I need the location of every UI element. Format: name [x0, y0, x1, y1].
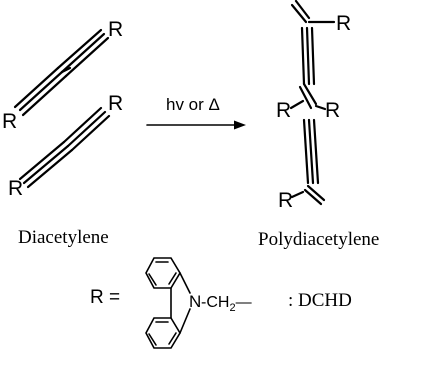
r-group-label: R — [8, 177, 23, 200]
triple-bond — [62, 106, 111, 152]
r-group-label: R — [278, 189, 293, 212]
product-label: Polydiacetylene — [258, 229, 379, 250]
r-group-label: R — [336, 12, 351, 35]
r-group-label: R — [276, 99, 291, 122]
r-group-label: R — [108, 18, 123, 41]
r-group-label: R — [108, 92, 123, 115]
r-group-definition: R = N -CH2— : DCHD — [90, 257, 352, 349]
triple-bond — [302, 118, 320, 185]
reaction-conditions: hv or Δ — [166, 95, 220, 114]
double-bond — [290, 0, 311, 24]
polydiacetylene-structure: R R R R — [276, 0, 351, 212]
diacetylene-molecule-1: R R — [2, 18, 123, 133]
triple-bond — [18, 140, 74, 189]
triple-bond — [56, 28, 110, 78]
single-bond — [290, 190, 305, 199]
triple-bond — [300, 26, 316, 86]
reactant-label: Diacetylene — [18, 227, 109, 248]
single-bond — [314, 104, 327, 111]
r-group-label: R — [325, 99, 340, 122]
double-bond — [298, 82, 318, 110]
linker-group: -CH2— — [201, 294, 252, 314]
reaction-arrow-icon — [146, 120, 246, 130]
diacetylene-molecule-2: R R — [8, 92, 123, 200]
diacetylene-structures: R R R R — [2, 18, 123, 200]
definition-lhs: R = — [90, 287, 120, 308]
carbazole-nitrogen: N — [189, 292, 201, 311]
triple-bond — [13, 66, 68, 117]
single-bond — [289, 99, 305, 110]
double-bond — [303, 184, 326, 206]
compound-name: : DCHD — [288, 290, 352, 311]
r-group-label: R — [2, 110, 17, 133]
carbazole-ring-icon — [145, 257, 191, 349]
